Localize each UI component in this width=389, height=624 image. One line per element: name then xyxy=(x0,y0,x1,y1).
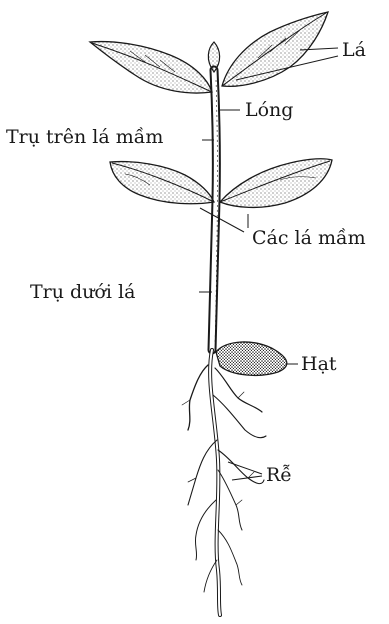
cotyledon-right xyxy=(220,159,332,208)
label-seed: Hạt xyxy=(301,355,337,374)
leader-cotyledons-1 xyxy=(200,208,244,232)
label-hypocotyl: Trụ dưới lá xyxy=(30,283,135,302)
label-cotyledons: Các lá mầm xyxy=(252,229,366,248)
label-epicotyl: Trụ trên lá mầm xyxy=(6,128,163,147)
top-leaf-left xyxy=(90,42,212,93)
label-roots: Rễ xyxy=(266,466,292,485)
label-internode: Lóng xyxy=(245,101,293,120)
cotyledon-left xyxy=(110,162,214,204)
seed xyxy=(216,342,287,375)
stem xyxy=(212,70,217,350)
leader-roots-1 xyxy=(228,462,262,474)
label-leaf: Lá xyxy=(342,41,366,60)
root-system xyxy=(182,350,266,615)
terminal-bud xyxy=(208,42,219,72)
